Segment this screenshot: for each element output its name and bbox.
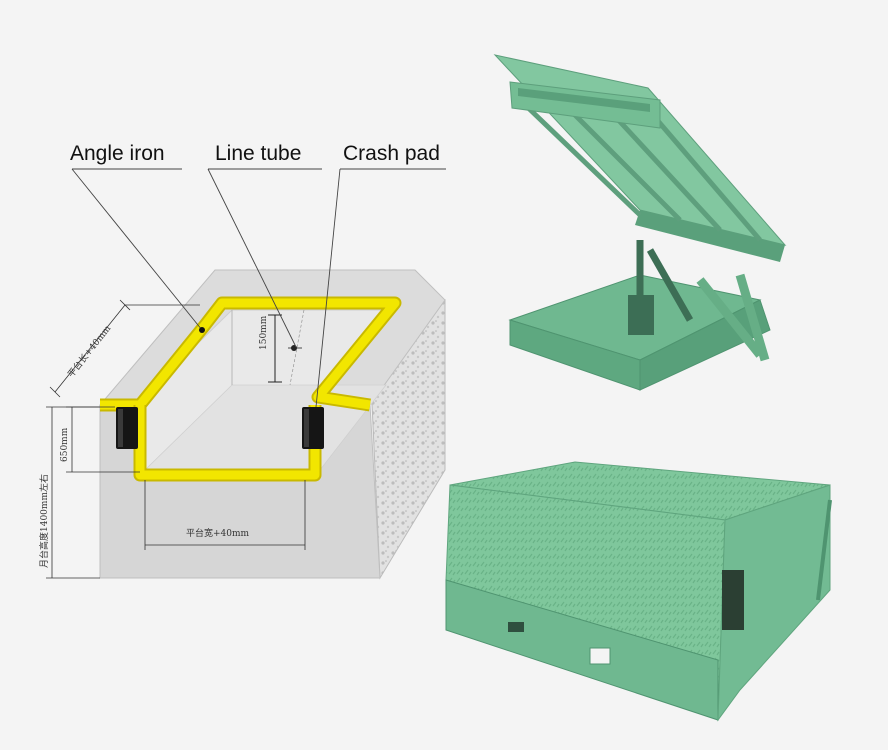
raised-dock-leveler-photo: [493, 54, 787, 568]
pit-diagram: 150mm 平台长+40mm 平台宽+40mm 650mm 月台高度1400mm…: [38, 142, 446, 580]
flat-dock-leveler-photo: [445, 461, 832, 722]
pit-depth-label: 650mm: [60, 427, 70, 462]
dock-height-label: 月台高度1400mm左右: [38, 474, 50, 568]
callout-leaders: [71, 168, 446, 408]
dimension-lines: [46, 299, 306, 579]
crash-pad-label: Crash pad: [343, 142, 440, 165]
angle-iron-label: Angle iron: [70, 142, 165, 165]
line-tube-label: Line tube: [215, 142, 301, 165]
tube-size-label: 150mm: [259, 315, 269, 350]
pit-width-label: 平台宽+40mm: [186, 527, 250, 539]
angle-iron-pointer: [199, 327, 205, 333]
pit-length-label: 平台长+40mm: [65, 322, 114, 379]
